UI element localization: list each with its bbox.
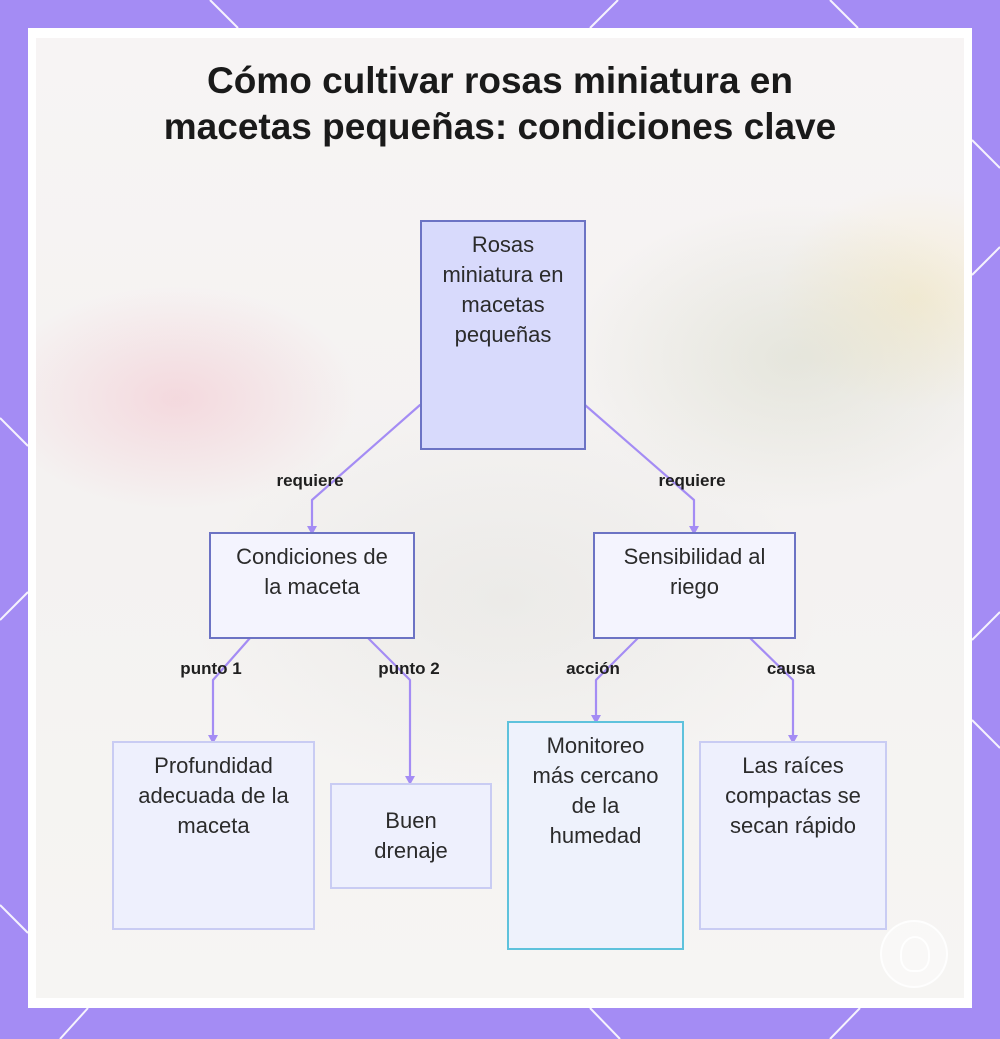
- node-moisture-monitoring: Monitoreo más cercano de la humedad: [507, 721, 684, 950]
- node-drainage: Buen drenaje: [330, 783, 492, 889]
- edge-label-causa: causa: [767, 659, 815, 679]
- edge-label-requiere-right: requiere: [658, 471, 725, 491]
- edge-water-to-monitoring: [596, 638, 638, 722]
- node-root: Rosas miniatura en macetas pequeñas: [420, 220, 586, 450]
- node-water-sensitivity-label: Sensibilidad al riego: [609, 542, 780, 602]
- node-roots-dry: Las raíces compactas se secan rápido: [699, 741, 887, 930]
- edge-water-to-roots: [750, 638, 793, 742]
- node-pot-conditions: Condiciones de la maceta: [209, 532, 415, 639]
- node-pot-depth: Profundidad adecuada de la maceta: [112, 741, 315, 930]
- node-moisture-monitoring-label: Monitoreo más cercano de la humedad: [531, 731, 661, 851]
- node-root-label: Rosas miniatura en macetas pequeñas: [436, 230, 570, 350]
- edge-label-punto-1: punto 1: [180, 659, 241, 679]
- edge-root-to-pot-conditions: [312, 405, 420, 533]
- node-drainage-label: Buen drenaje: [361, 806, 461, 866]
- node-roots-dry-label: Las raíces compactas se secan rápido: [717, 751, 869, 841]
- node-water-sensitivity: Sensibilidad al riego: [593, 532, 796, 639]
- edge-pot-to-depth: [213, 638, 250, 742]
- node-pot-depth-label: Profundidad adecuada de la maceta: [132, 751, 295, 841]
- edge-root-to-water-sensitivity: [585, 405, 694, 533]
- rose-seal-icon: [880, 920, 948, 988]
- edge-label-accion: acción: [566, 659, 620, 679]
- edge-label-punto-2: punto 2: [378, 659, 439, 679]
- node-pot-conditions-label: Condiciones de la maceta: [229, 542, 395, 602]
- edge-label-requiere-left: requiere: [276, 471, 343, 491]
